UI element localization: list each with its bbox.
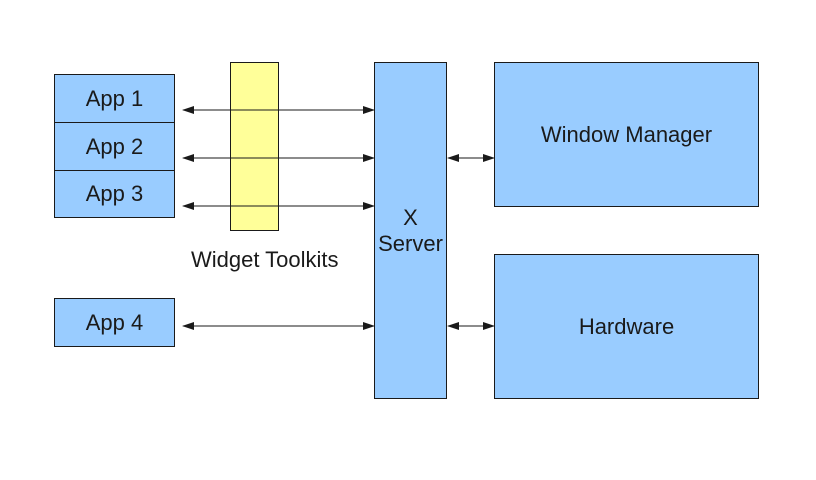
hardware-box: Hardware: [494, 254, 759, 399]
hardware-label: Hardware: [578, 313, 675, 339]
app-3-box: App 3: [54, 170, 175, 218]
app-4-box: App 4: [54, 298, 175, 347]
app-1-box: App 1: [54, 74, 175, 123]
window-manager-box: Window Manager: [494, 62, 759, 207]
x-server-label-line1: X: [403, 205, 418, 230]
app-1-label: App 1: [85, 85, 144, 111]
window-manager-label: Window Manager: [540, 121, 713, 147]
app-4-label: App 4: [85, 309, 144, 335]
x-server-label: X Server: [374, 205, 447, 257]
widget-toolkits-caption: Widget Toolkits: [191, 247, 339, 272]
app-3-label: App 3: [85, 181, 144, 206]
app-2-label: App 2: [85, 133, 144, 159]
x-server-label-line2: Server: [378, 231, 443, 256]
x-server-box: [374, 62, 447, 399]
